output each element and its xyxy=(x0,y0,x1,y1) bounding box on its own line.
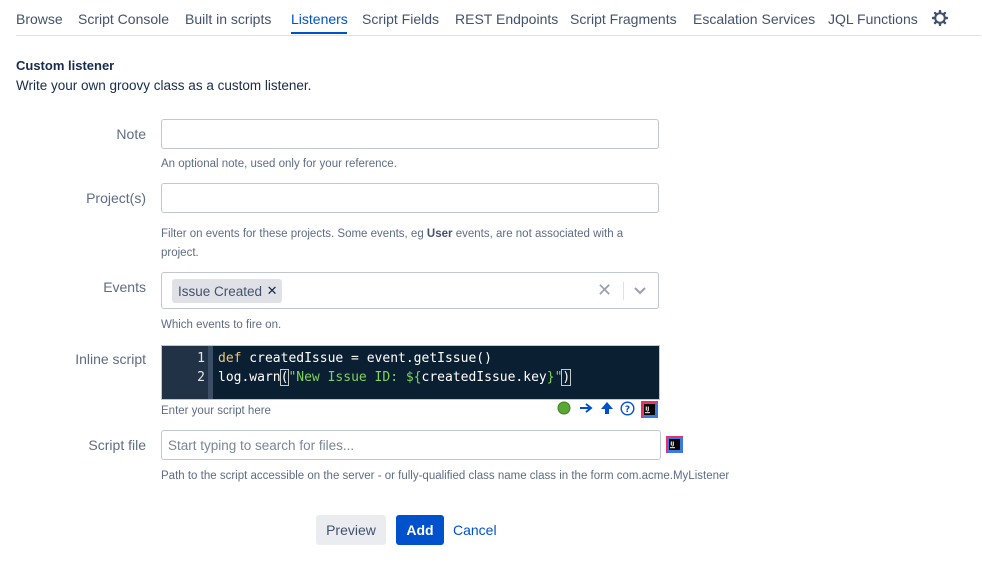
active-tab-indicator xyxy=(291,32,347,34)
script-file-input[interactable]: Start typing to search for files... xyxy=(161,430,661,460)
note-input[interactable] xyxy=(161,119,659,149)
script-file-help: Path to the script accessible on the ser… xyxy=(161,470,730,482)
note-label: Note xyxy=(116,126,146,142)
svg-text:IJ: IJ xyxy=(645,406,649,412)
events-label: Events xyxy=(103,279,146,295)
add-button[interactable]: Add xyxy=(396,515,444,545)
code-line: def createdIssue = event.getIssue() xyxy=(218,351,492,366)
code-line: log.warn("New Issue ID: ${createdIssue.k… xyxy=(218,369,572,386)
script-file-placeholder: Start typing to search for files... xyxy=(168,438,355,453)
inline-script-help: Enter your script here xyxy=(161,405,271,417)
tab-listeners[interactable]: Listeners xyxy=(291,11,348,27)
svg-text:IJ: IJ xyxy=(670,441,674,447)
svg-text:?: ? xyxy=(625,405,630,415)
tab-escalation-services[interactable]: Escalation Services xyxy=(693,11,816,27)
events-help: Which events to fire on. xyxy=(161,319,282,331)
top-nav: Browse Script Console Built in scripts L… xyxy=(16,0,981,36)
note-help: An optional note, used only for your ref… xyxy=(161,158,397,170)
code-editor[interactable]: 1 2 def createdIssue = event.getIssue() … xyxy=(161,345,660,400)
projects-input[interactable] xyxy=(161,183,659,213)
inline-script-label: Inline script xyxy=(75,351,146,367)
preview-button[interactable]: Preview xyxy=(316,515,386,545)
projects-label: Project(s) xyxy=(86,190,146,206)
tab-script-fields[interactable]: Script Fields xyxy=(362,11,440,27)
projects-help: Filter on events for these projects. Som… xyxy=(161,228,624,259)
tab-jql-functions[interactable]: JQL Functions xyxy=(828,11,918,27)
gutter-bar xyxy=(208,346,213,399)
intellij-icon[interactable]: IJ xyxy=(666,436,683,453)
page-subtitle: Write your own groovy class as a custom … xyxy=(16,78,312,93)
event-chip: Issue Created ✕ xyxy=(172,279,283,303)
chip-remove-icon[interactable]: ✕ xyxy=(266,283,278,298)
page-title: Custom listener xyxy=(16,58,115,73)
events-select[interactable]: Issue Created ✕ ✕ xyxy=(161,272,659,309)
tab-built-in-scripts[interactable]: Built in scripts xyxy=(185,11,272,27)
arrow-up-icon[interactable] xyxy=(600,401,614,415)
arrow-right-icon[interactable] xyxy=(579,401,593,415)
script-file-label: Script file xyxy=(88,437,146,453)
intellij-icon[interactable]: IJ xyxy=(641,401,658,418)
tab-browse[interactable]: Browse xyxy=(16,11,63,27)
tab-script-fragments[interactable]: Script Fragments xyxy=(570,11,677,27)
tab-script-console[interactable]: Script Console xyxy=(78,11,170,27)
select-divider xyxy=(623,282,624,300)
chevron-down-icon[interactable] xyxy=(632,282,648,298)
line-gutter: 1 2 xyxy=(162,346,213,399)
clear-icon[interactable]: ✕ xyxy=(597,280,613,300)
event-chip-label: Issue Created xyxy=(178,283,263,299)
line-number: 2 xyxy=(197,370,205,385)
cancel-link[interactable]: Cancel xyxy=(453,522,497,538)
gear-icon[interactable] xyxy=(932,10,948,26)
status-ok-icon[interactable] xyxy=(557,401,571,415)
tab-rest-endpoints[interactable]: REST Endpoints xyxy=(455,11,559,27)
line-number: 1 xyxy=(197,351,205,366)
help-icon[interactable]: ? xyxy=(620,401,635,416)
